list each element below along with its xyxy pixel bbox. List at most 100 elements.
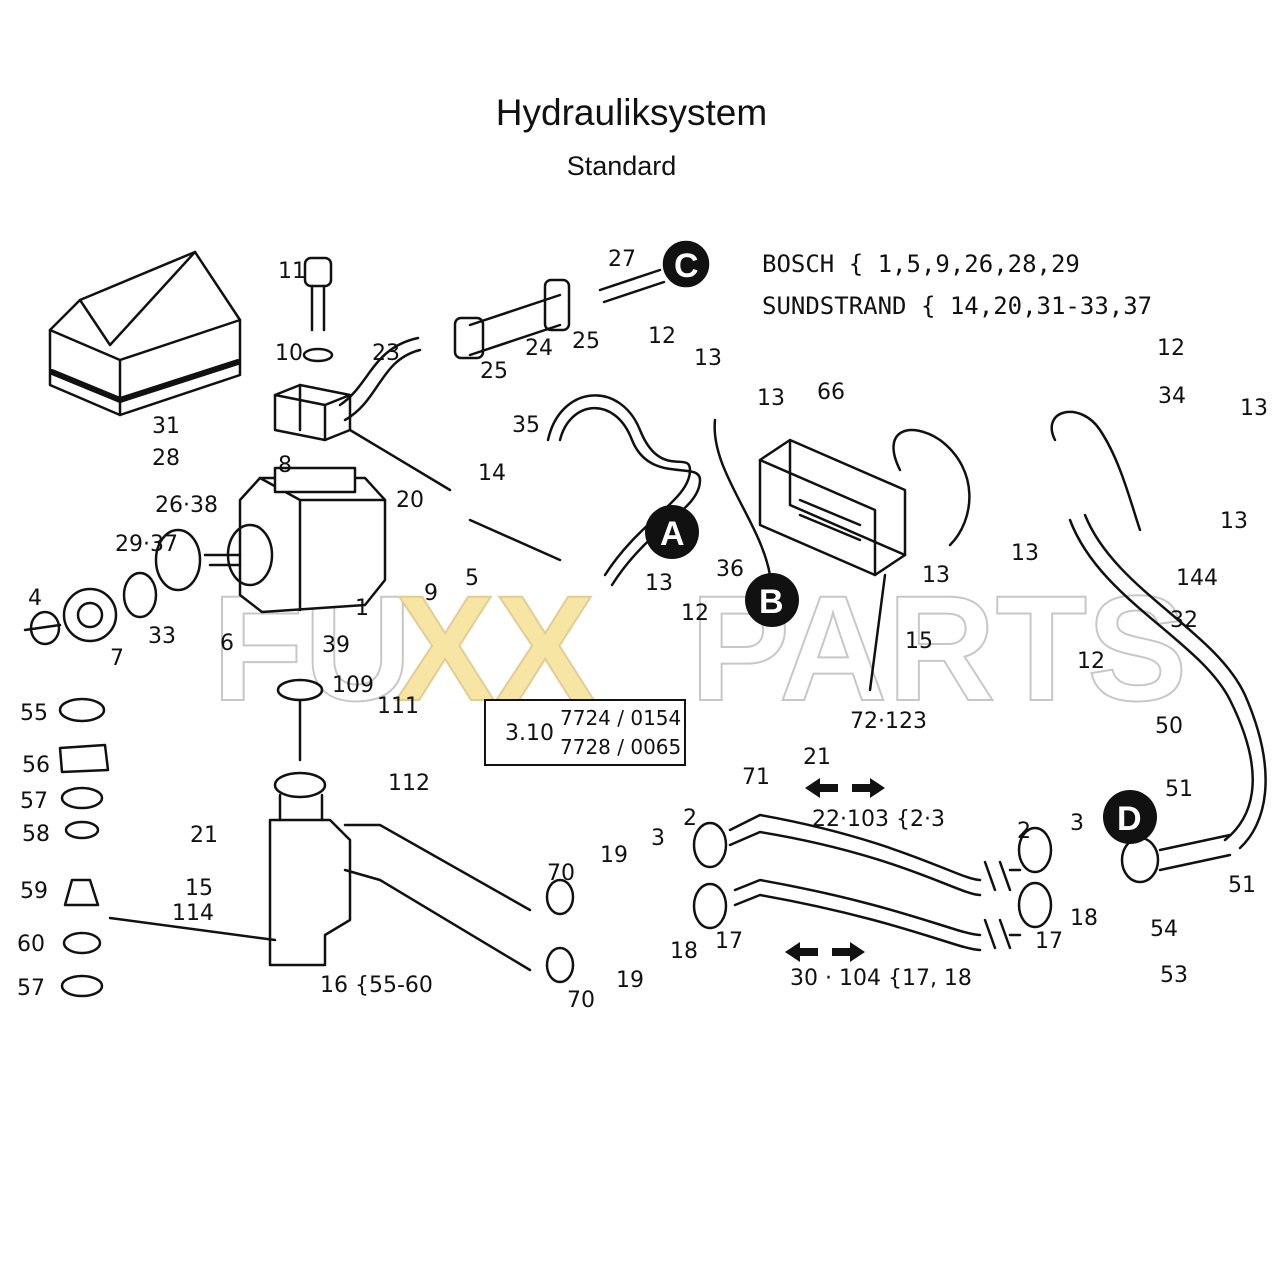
page-subtitle: Standard [566,151,677,181]
label-55: 55 [20,701,48,726]
label-57a: 57 [20,789,48,814]
label-13f: 13 [922,563,950,588]
label-39: 39 [322,633,350,658]
label-53: 53 [1160,963,1188,988]
callout-c: C [674,247,699,285]
label-17b: 17 [715,929,743,954]
hose-36 [713,418,772,577]
label-13g: 13 [1011,541,1039,566]
label-3b: 3 [1070,811,1084,836]
label-21b: 21 [190,823,218,848]
label-50: 50 [1155,714,1183,739]
label-7: 7 [110,646,124,671]
label-109: 109 [332,673,374,698]
label-29-37: 29·37 [115,532,178,557]
label-32: 32 [1170,608,1198,633]
label-31: 31 [152,414,180,439]
label-12b: 12 [1157,336,1185,361]
label-14: 14 [478,461,506,486]
label-3a: 3 [651,826,665,851]
label-58: 58 [22,822,50,847]
callout-b-circle [745,573,799,627]
label-25b: 25 [572,329,600,354]
label-21a: 21 [803,745,831,770]
label-35: 35 [512,413,540,438]
label-9: 9 [424,581,438,606]
label-34: 34 [1158,384,1186,409]
hose-right [892,428,971,547]
callout-a-circle [645,505,699,559]
label-19a: 19 [600,843,628,868]
label-11: 11 [278,259,306,284]
line-30-104 [733,878,982,952]
reference-box: 3.10 7724 / 0154 7728 / 0065 [484,699,686,766]
label-13b: 13 [757,386,785,411]
label-114: 114 [172,901,214,926]
pipe-upper [343,823,532,912]
label-1: 1 [355,596,369,621]
label-22-103: 22·103 {2·3 [812,807,945,832]
label-13a: 13 [694,346,722,371]
label-54: 54 [1150,917,1178,942]
line-22-103 [728,813,982,897]
label-20: 20 [396,488,424,513]
direction-arrows [785,778,885,962]
hose-32 [1068,518,1254,842]
reference-line-2: 7728 / 0065 [560,735,681,759]
label-17a: 17 [1035,929,1063,954]
label-70a: 70 [547,861,575,886]
label-56: 56 [22,753,50,778]
callout-d: D [1117,800,1142,838]
label-72-123: 72·123 [850,709,927,734]
label-6: 6 [220,631,234,656]
label-2a: 2 [683,806,697,831]
label-13d: 13 [1220,509,1248,534]
label-28: 28 [152,446,180,471]
hose-32-top [1050,410,1142,532]
hydraulic-pump [203,466,387,614]
label-25a: 25 [480,359,508,384]
label-51b: 51 [1228,873,1256,898]
label-12c: 12 [681,601,709,626]
label-18b: 18 [670,939,698,964]
callout-b: B [759,583,784,621]
label-12a: 12 [648,324,676,349]
label-66: 66 [817,380,845,405]
pipe-23-24 [338,240,710,422]
label-26-38: 26·38 [155,493,218,518]
label-5: 5 [465,566,479,591]
watermark-xx: XX [395,564,595,732]
callout-d-circle [1103,790,1157,844]
reference-line-1: 7724 / 0154 [560,706,681,730]
label-60: 60 [17,932,45,957]
label-112: 112 [388,771,430,796]
label-19b: 19 [616,968,644,993]
label-71: 71 [742,765,770,790]
label-12d: 12 [1077,649,1105,674]
label-36: 36 [716,557,744,582]
label-15b: 15 [185,876,213,901]
label-30-104: 30 · 104 {17, 18 [790,966,972,991]
part-labels: 11 10 8 23 25 24 25 27 12 13 13 35 66 12… [17,247,1268,1013]
label-27: 27 [608,247,636,272]
label-57b: 57 [17,976,45,1001]
label-15a: 15 [905,629,933,654]
label-4: 4 [28,586,42,611]
label-13c: 13 [1240,396,1268,421]
page-title: Hydrauliksystem [495,92,768,133]
label-24: 24 [525,336,553,361]
label-10: 10 [275,341,303,366]
callout-c-circle [662,240,710,288]
watermark: FU XX PARTS [211,563,1188,733]
label-59: 59 [20,879,48,904]
label-18a: 18 [1070,906,1098,931]
filter-16 [268,678,352,967]
control-valve-66 [758,438,907,577]
label-33: 33 [148,624,176,649]
label-111: 111 [377,694,419,719]
label-51a: 51 [1165,777,1193,802]
label-144: 144 [1176,566,1218,591]
sundstrand-parts-legend: SUNDSTRAND { 14,20,31-33,37 [762,292,1152,320]
label-8: 8 [278,453,292,478]
